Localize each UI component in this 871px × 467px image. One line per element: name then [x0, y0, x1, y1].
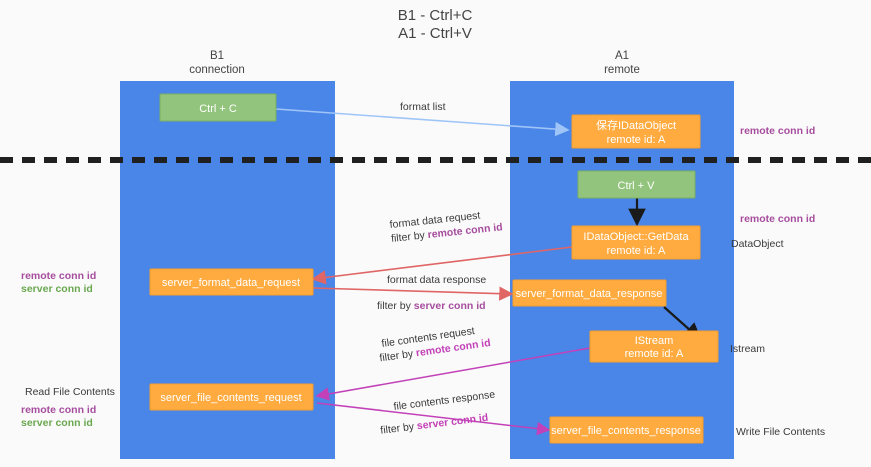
node-server-format-data-request[interactable]: server_format_data_request — [149, 268, 314, 296]
edge-label-format-data-response: format data response filter by server co… — [377, 274, 486, 312]
filter-key: server conn id — [414, 300, 486, 312]
annotation-istream: Istream — [730, 343, 765, 355]
lane-b1-role: connection — [189, 64, 245, 76]
annotation-right-top-conn: remote conn id — [740, 125, 815, 137]
node-ctrl-c[interactable]: Ctrl + C — [159, 93, 277, 122]
connector-format-data-response — [312, 286, 514, 301]
edge-label-format-data-response-filter: filter by server conn id — [377, 300, 486, 312]
annotation-left-remote-conn: remote conn id — [21, 270, 96, 282]
node-ctrl-v-label: Ctrl + V — [618, 180, 656, 192]
diagram-title: B1 - Ctrl+C A1 - Ctrl+V — [398, 7, 473, 42]
node-getdata-line1: IDataObject::GetData — [583, 231, 689, 243]
edge-label-file-contents-response: file contents response filter by server … — [380, 389, 496, 437]
edge-label-file-contents-request: file contents request filter by remote c… — [379, 325, 492, 364]
edge-label-format-data-response-text: format data response — [387, 274, 486, 286]
node-ctrl-c-label: Ctrl + C — [199, 103, 237, 115]
edge-label-file-contents-response-text: file contents response — [393, 389, 496, 413]
filter-prefix: filter by — [391, 229, 429, 245]
node-idataobject-getdata[interactable]: IDataObject::GetData remote id: A — [571, 225, 701, 260]
node-server-format-data-request-label: server_format_data_request — [162, 277, 300, 289]
lane-a1-name: A1 — [615, 50, 629, 62]
filter-prefix: filter by — [377, 300, 414, 312]
edge-label-format-data-request: format data request filter by remote con… — [389, 210, 503, 245]
node-ctrl-v[interactable]: Ctrl + V — [577, 170, 696, 199]
annotation-left-server-conn: server conn id — [21, 283, 93, 295]
edge-label-format-list: format list — [400, 101, 446, 113]
title-line-1: B1 - Ctrl+C — [398, 7, 473, 24]
annotation-left-remote-conn-2: remote conn id — [21, 404, 96, 416]
filter-key: server conn id — [416, 412, 489, 433]
title-line-2: A1 - Ctrl+V — [398, 25, 472, 42]
node-server-file-contents-response-label: server_file_contents_response — [551, 425, 701, 437]
lane-a1-role: remote — [604, 64, 640, 76]
annotation-left-server-conn-2: server conn id — [21, 417, 93, 429]
node-istream-line1: IStream — [635, 335, 674, 347]
annotation-write-file-contents: Write File Contents — [736, 426, 825, 438]
node-server-file-contents-response[interactable]: server_file_contents_response — [549, 416, 704, 444]
lane-header-a1: A1 remote — [604, 50, 640, 76]
connector-file-contents-response — [316, 402, 551, 436]
filter-prefix: filter by — [379, 347, 417, 364]
node-istream[interactable]: IStream remote id: A — [589, 330, 719, 363]
edge-label-file-contents-response-filter: filter by server conn id — [380, 412, 489, 437]
filter-prefix: filter by — [380, 420, 418, 436]
node-save-idataobject[interactable]: 保存IDataObject remote id: A — [571, 114, 701, 149]
node-server-file-contents-request-label: server_file_contents_request — [160, 392, 301, 404]
connector-file-contents-request — [315, 347, 591, 401]
node-save-idataobject-line1: 保存IDataObject — [596, 118, 676, 132]
annotation-read-file-contents: Read File Contents — [25, 386, 115, 398]
lane-b1-name: B1 — [210, 50, 224, 62]
node-istream-line2: remote id: A — [625, 348, 684, 360]
connector-format-data-request — [311, 246, 573, 285]
node-save-idataobject-line2: remote id: A — [607, 134, 666, 146]
node-getdata-line2: remote id: A — [607, 245, 666, 257]
connector-format-list — [275, 108, 570, 137]
node-server-format-data-response[interactable]: server_format_data_response — [512, 279, 667, 307]
annotation-dataobject: DataObject — [731, 238, 784, 250]
node-server-format-data-response-label: server_format_data_response — [516, 288, 663, 300]
annotation-right-mid-conn: remote conn id — [740, 213, 815, 225]
lane-header-b1: B1 connection — [189, 50, 245, 76]
node-server-file-contents-request[interactable]: server_file_contents_request — [149, 383, 314, 411]
